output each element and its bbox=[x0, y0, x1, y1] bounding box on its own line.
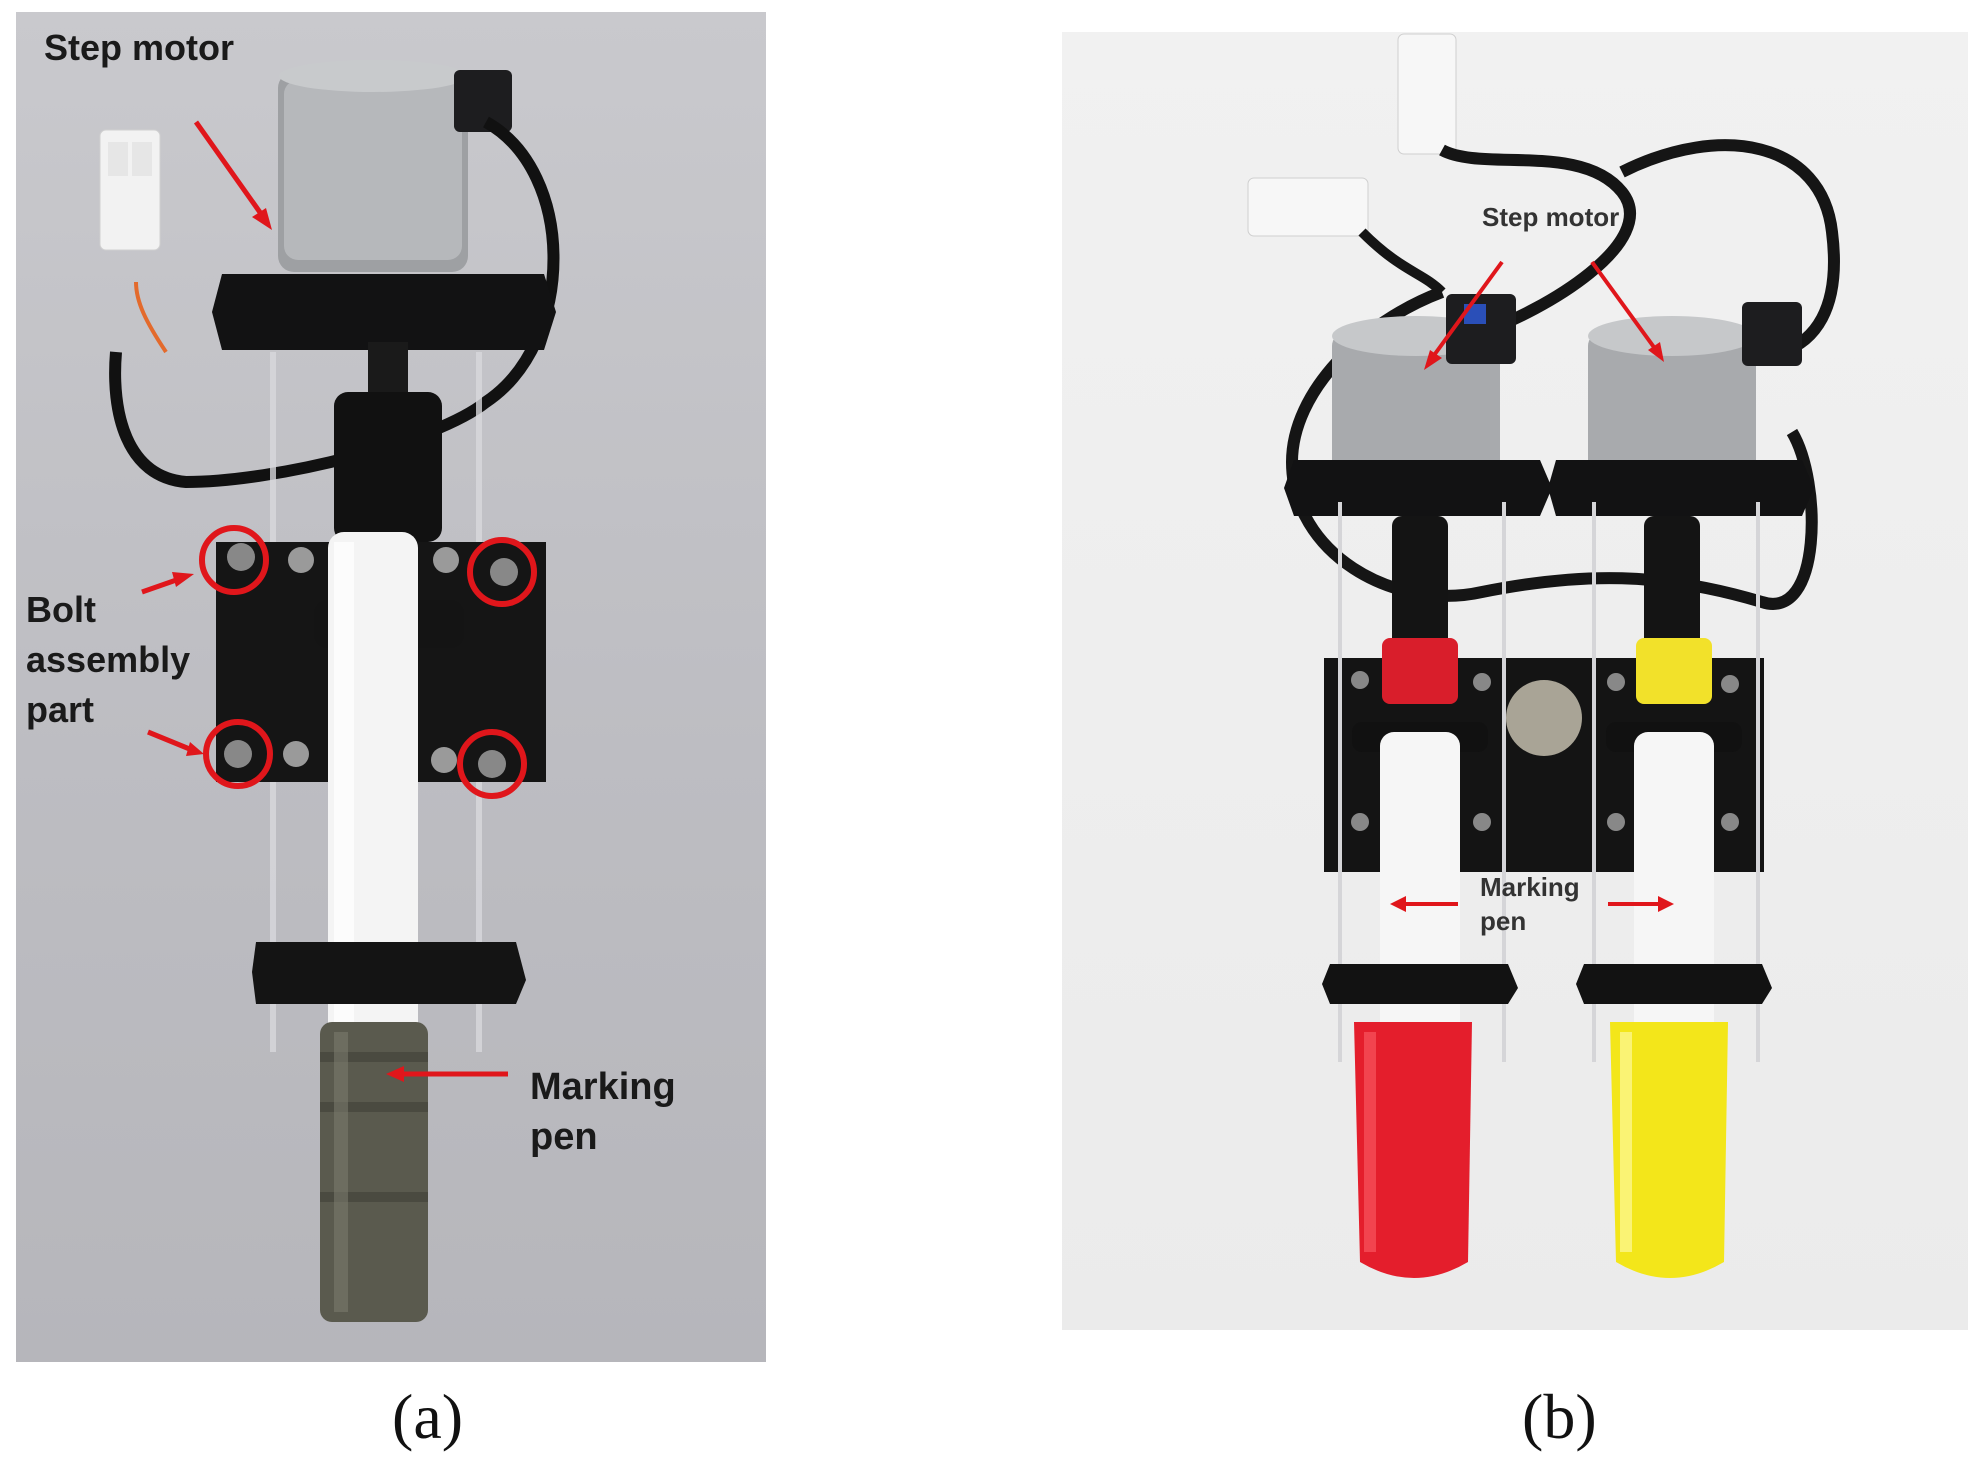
label-marking-pen-a: Marking pen bbox=[530, 1066, 676, 1158]
photo-panel-a bbox=[16, 12, 766, 1362]
label-step-motor-b: Step motor bbox=[1482, 202, 1620, 232]
photo-b-device bbox=[1247, 33, 1840, 1278]
photo-a-device bbox=[99, 60, 560, 1322]
caption-a: (a) bbox=[392, 1381, 464, 1452]
label-step-motor-a: Step motor bbox=[44, 27, 235, 68]
photo-panel-b bbox=[1062, 32, 1968, 1330]
caption-b: (b) bbox=[1522, 1381, 1597, 1452]
label-bolt-assembly-part: Bolt assembly part bbox=[26, 589, 191, 730]
label-marking-pen-b: Marking pen bbox=[1480, 872, 1580, 936]
